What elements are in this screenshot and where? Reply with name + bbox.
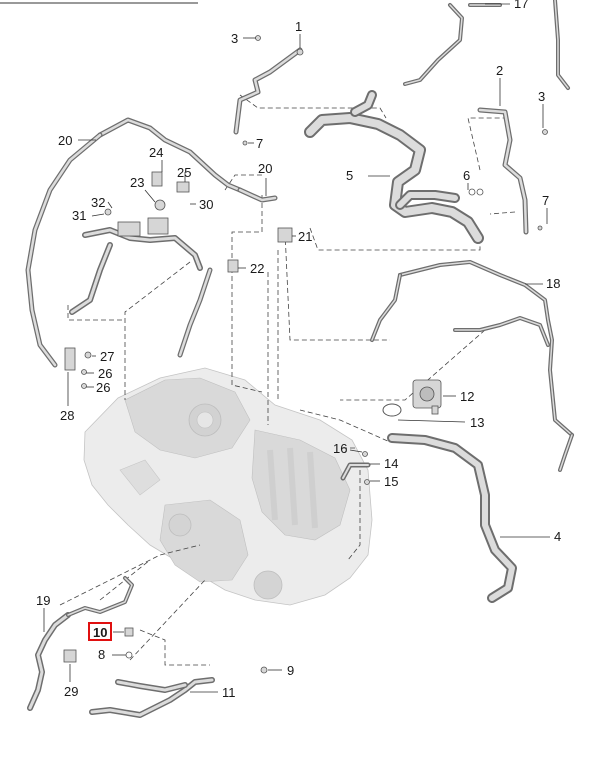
callout-6[interactable]: 6 bbox=[463, 168, 470, 183]
callout-32[interactable]: 32 bbox=[91, 195, 105, 210]
callout-1[interactable]: 1 bbox=[295, 19, 302, 34]
callout-26-lower[interactable]: 26 bbox=[96, 380, 110, 395]
part-4-hose bbox=[387, 433, 517, 603]
callout-24[interactable]: 24 bbox=[149, 145, 163, 160]
callout-23[interactable]: 23 bbox=[130, 175, 144, 190]
callout-19[interactable]: 19 bbox=[36, 593, 50, 608]
callout-17[interactable]: 17 bbox=[514, 0, 528, 11]
callout-31[interactable]: 31 bbox=[72, 208, 86, 223]
callout-16[interactable]: 16 bbox=[333, 441, 347, 456]
callout-27[interactable]: 27 bbox=[100, 349, 114, 364]
part-14-fitting bbox=[340, 451, 371, 485]
part-12-valve bbox=[412, 379, 442, 415]
callout-12[interactable]: 12 bbox=[460, 389, 474, 404]
part-28-connector bbox=[64, 347, 92, 389]
part-21-connector bbox=[277, 227, 293, 243]
callout-2[interactable]: 2 bbox=[496, 63, 503, 78]
callout-10[interactable]: 10 bbox=[93, 625, 107, 640]
part-10-connector bbox=[124, 627, 134, 659]
callout-22[interactable]: 22 bbox=[250, 261, 264, 276]
part-6-orings bbox=[468, 188, 484, 196]
part-13-seal bbox=[382, 403, 402, 417]
callout-10-highlight bbox=[88, 622, 112, 641]
callout-29[interactable]: 29 bbox=[64, 684, 78, 699]
callout-labels: 1 2 3 3 4 5 6 7 7 8 9 10 11 12 13 14 15 … bbox=[36, 0, 561, 700]
callout-8[interactable]: 8 bbox=[98, 647, 105, 662]
callout-15[interactable]: 15 bbox=[384, 474, 398, 489]
callout-7-right[interactable]: 7 bbox=[542, 193, 549, 208]
callout-18[interactable]: 18 bbox=[546, 276, 560, 291]
part-23-assembly bbox=[69, 171, 203, 315]
callout-26-upper[interactable]: 26 bbox=[98, 366, 112, 381]
leader-lines bbox=[43, 3, 550, 693]
callout-11[interactable]: 11 bbox=[222, 685, 236, 700]
part-2-hose bbox=[477, 107, 529, 235]
part-18-pipe bbox=[370, 260, 574, 472]
callout-3-right[interactable]: 3 bbox=[538, 89, 545, 104]
callout-7-left[interactable]: 7 bbox=[256, 136, 263, 151]
callout-5[interactable]: 5 bbox=[346, 168, 353, 183]
callout-25[interactable]: 25 bbox=[177, 165, 191, 180]
part-1-hose bbox=[233, 47, 304, 135]
part-20-long-hose bbox=[25, 117, 278, 368]
callout-3-left[interactable]: 3 bbox=[231, 31, 238, 46]
callout-13[interactable]: 13 bbox=[470, 415, 484, 430]
part-9-screw bbox=[260, 666, 268, 674]
callout-20-right[interactable]: 20 bbox=[258, 161, 272, 176]
part-22-clip bbox=[227, 259, 239, 273]
part-5-coolant-hose bbox=[304, 90, 484, 244]
callout-14[interactable]: 14 bbox=[384, 456, 398, 471]
callout-30[interactable]: 30 bbox=[199, 197, 213, 212]
callout-4[interactable]: 4 bbox=[554, 529, 561, 544]
part-11-hose bbox=[89, 677, 215, 718]
engine-block bbox=[83, 367, 373, 606]
callout-20-left[interactable]: 20 bbox=[58, 133, 72, 148]
part-19-hose bbox=[27, 576, 134, 711]
part-17-pipe bbox=[403, 0, 570, 90]
callout-28[interactable]: 28 bbox=[60, 408, 74, 423]
screws-3-7 bbox=[242, 35, 548, 231]
assembly-dashed-lines bbox=[59, 94, 516, 666]
callout-21[interactable]: 21 bbox=[298, 229, 312, 244]
callout-9[interactable]: 9 bbox=[287, 663, 294, 678]
